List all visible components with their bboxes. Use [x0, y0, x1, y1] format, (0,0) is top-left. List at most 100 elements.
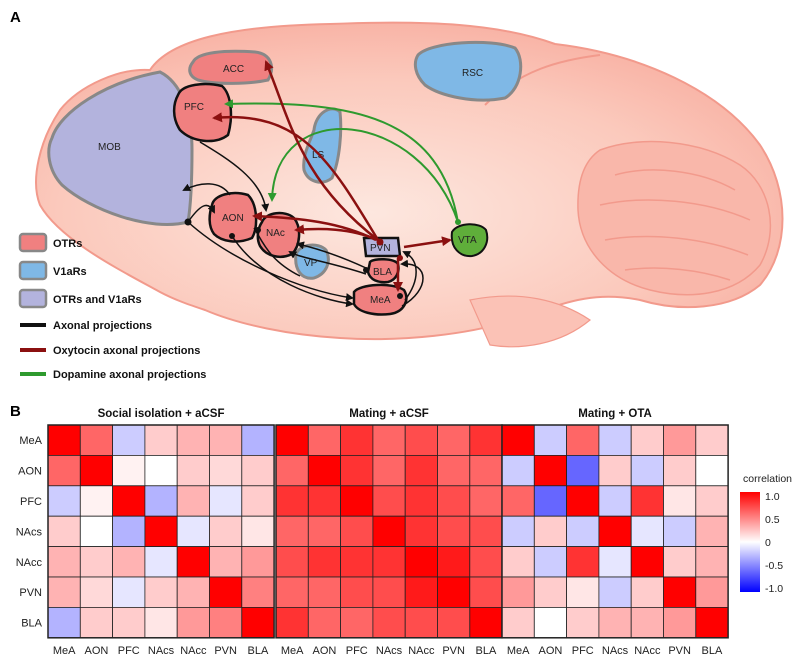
legend: OTRs V1aRs OTRs and V1aRs Axonal project… — [18, 232, 206, 381]
heatmap-cell — [663, 485, 697, 517]
heatmap-border — [47, 424, 275, 639]
oxytocin-origin — [376, 238, 384, 246]
heatmap-cell — [663, 454, 697, 487]
projections — [182, 60, 461, 308]
heatmap-cell — [630, 546, 664, 578]
heatmap-cell — [469, 576, 503, 608]
heatmap-cell — [372, 515, 406, 548]
heatmap-cell — [112, 515, 146, 548]
heatmap-cell — [501, 454, 535, 487]
region-nac-label: NAc — [266, 228, 285, 239]
region-pfc-label: PFC — [184, 102, 204, 113]
x-tick-label: NAcc — [180, 645, 207, 657]
heatmap-cell — [307, 515, 341, 548]
panel-b-letter: B — [10, 403, 21, 420]
legend-swatch-both — [18, 288, 48, 309]
axonal-projection — [182, 183, 231, 196]
heatmap-cell — [79, 576, 114, 608]
heatmap-cell — [275, 454, 309, 487]
heatmap-cell — [598, 576, 632, 608]
heatmap-cell — [307, 454, 341, 487]
brainstem — [469, 295, 592, 348]
heatmap-cell — [598, 546, 632, 578]
x-tick-label: PFC — [346, 645, 368, 657]
region-pfc — [172, 82, 233, 143]
heatmap-cell — [79, 607, 114, 639]
heatmap-cell — [437, 576, 471, 608]
heatmap-cell — [79, 515, 114, 548]
heatmap-cell — [176, 424, 210, 456]
heatmap-cell — [533, 485, 567, 517]
heatmap-cell — [372, 424, 406, 456]
heatmap-cell — [630, 576, 664, 608]
region-vta-label: VTA — [458, 235, 477, 246]
oxytocin-projection — [403, 236, 452, 249]
heatmap-cell — [144, 485, 178, 517]
heatmap-cell — [566, 485, 600, 517]
heatmap-title: Social isolation + aCSF — [98, 408, 225, 420]
x-tick-label: MeA — [507, 645, 530, 657]
dopamine-origin — [455, 219, 461, 225]
heatmap-cell — [404, 424, 438, 456]
heatmap-cell — [275, 424, 309, 456]
heatmap-cell — [144, 607, 178, 639]
colorbar-tick: 0 — [765, 537, 771, 549]
heatmap-cell — [340, 515, 374, 548]
axonal-projection — [187, 204, 215, 223]
heatmap-cell — [598, 607, 632, 639]
region-acc-label: ACC — [223, 64, 244, 75]
heatmap-title: Mating + OTA — [578, 408, 652, 420]
heatmap-cell — [663, 607, 697, 639]
x-tick-label: PVN — [442, 645, 465, 657]
heatmap-cell — [340, 485, 374, 517]
x-tick-label: BLA — [248, 645, 269, 657]
heatmap-cell — [566, 546, 600, 578]
region-vp — [294, 243, 330, 280]
heatmap-cell — [630, 454, 664, 487]
region-vp-label: VP — [304, 258, 318, 269]
heatmap-cell — [144, 576, 178, 608]
heatmap-cell — [566, 576, 600, 608]
heatmap-cell — [695, 607, 729, 639]
axonal-projection — [199, 141, 270, 212]
y-tick-label: PFC — [20, 496, 42, 508]
heatmap-cell — [663, 515, 697, 548]
x-tick-label: NAcs — [148, 645, 175, 657]
axonal-projection — [402, 251, 417, 301]
heatmap-cell — [47, 546, 81, 578]
heatmap-cell — [533, 546, 567, 578]
heatmap-cell — [404, 515, 438, 548]
heatmap-cell — [340, 424, 374, 456]
heatmap-cell — [533, 576, 567, 608]
heatmap-cell — [47, 576, 81, 608]
heatmap-cell — [598, 424, 632, 456]
heatmap-cell — [209, 607, 243, 639]
heatmap-cell — [469, 515, 503, 548]
heatmap-cell — [598, 454, 632, 487]
heatmap-cell — [144, 454, 178, 487]
axon-origin — [184, 218, 192, 226]
heatmap-cell — [112, 424, 146, 456]
colorbar: correlation 1.0 0.5 0 -0.5 -1.0 — [740, 473, 792, 595]
x-tick-label: MeA — [281, 645, 304, 657]
heatmap-cell — [307, 424, 341, 456]
axon-origin — [229, 233, 235, 239]
heatmap-cell — [663, 576, 697, 608]
heatmap-cell — [112, 454, 146, 487]
cerebellum — [577, 140, 772, 296]
heatmap-border — [501, 424, 729, 639]
heatmap-cell — [47, 515, 81, 548]
heatmap-cell — [176, 546, 210, 578]
x-tick-label: PVN — [214, 645, 237, 657]
heatmap-cell — [533, 607, 567, 639]
heatmap-cell — [209, 485, 243, 517]
x-tick-label: NAcc — [408, 645, 435, 657]
heatmap-cell — [404, 485, 438, 517]
heatmap-cell — [372, 485, 406, 517]
colorbar-tick: 0.5 — [765, 514, 780, 526]
heatmap-cell — [533, 454, 567, 487]
region-mea-label: MeA — [370, 295, 391, 306]
heatmap-cell — [663, 546, 697, 578]
axonal-projection — [288, 250, 367, 275]
